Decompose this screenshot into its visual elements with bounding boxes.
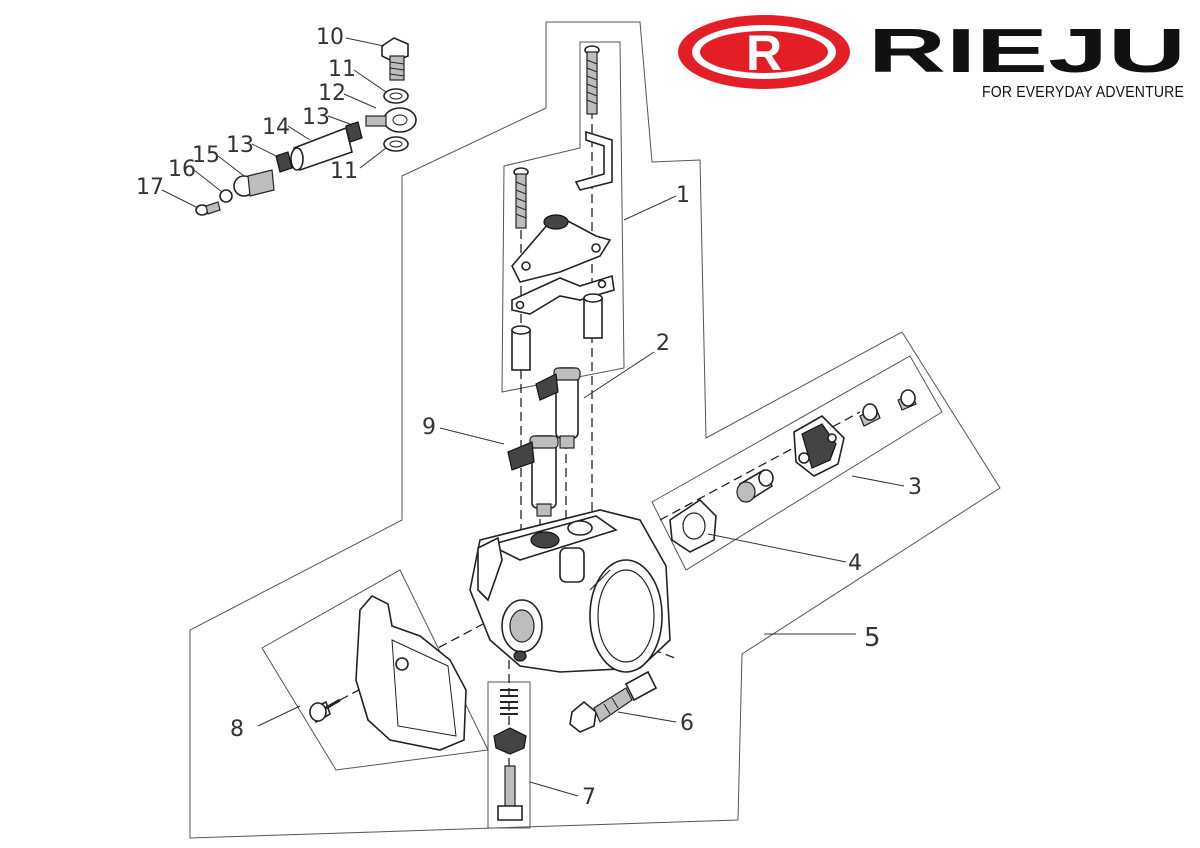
- sensor-screws: [859, 389, 917, 427]
- washer-hole-upper: [389, 92, 403, 100]
- part-small-washer: [219, 189, 233, 203]
- brand-tagline: FOR EVERYDAY ADVENTURE: [982, 84, 1184, 101]
- logo-inner-fill: [700, 31, 828, 73]
- part-small-screw: [195, 201, 221, 216]
- callout-13-right: 13: [302, 105, 330, 130]
- part-banjo-bolt: [381, 37, 409, 81]
- logo-letter: R: [746, 25, 782, 81]
- part-injector-upper: [535, 367, 581, 449]
- part-cover: [308, 595, 467, 751]
- part-hose-nipple: [233, 169, 275, 197]
- callout-14: 14: [262, 115, 290, 140]
- frame-injector-rail-box: [501, 41, 625, 393]
- part-throttle-position-sensor: [793, 415, 845, 477]
- part-injector-lower: [507, 435, 559, 517]
- part-hose-clamp-left: [275, 151, 293, 173]
- callout-8: 8: [230, 717, 244, 742]
- callout-5: 5: [864, 623, 881, 653]
- part-injector-rail-assembly: [511, 45, 615, 371]
- washer-hole-lower: [389, 140, 403, 148]
- brand-wordmark: RIEJU: [868, 17, 1186, 86]
- spacer-right: [583, 293, 603, 339]
- callout-numbers: 1 2 3 4 5 6 7 8 9 10 11 12 13 11 14 13 1…: [136, 25, 922, 810]
- callout-6: 6: [680, 711, 694, 736]
- callout-11-lower: 11: [330, 159, 358, 184]
- part-idle-screw: [493, 689, 527, 821]
- part-adjuster-screw: [569, 670, 658, 733]
- frame-sensor-box: [651, 355, 943, 571]
- long-screw: [584, 45, 600, 115]
- callout-17: 17: [136, 175, 164, 200]
- callout-13-left: 13: [226, 133, 254, 158]
- callout-7: 7: [582, 785, 596, 810]
- callout-12: 12: [318, 81, 346, 106]
- frame-throttle-body-group: [189, 21, 1001, 839]
- callout-3: 3: [908, 475, 922, 500]
- callout-10: 10: [316, 25, 344, 50]
- callout-9: 9: [422, 415, 436, 440]
- rieju-logo: R RIEJU FOR EVERYDAY ADVENTURE: [678, 15, 1186, 101]
- callout-15: 15: [192, 143, 220, 168]
- part-gasket: [669, 498, 717, 553]
- short-screw: [513, 167, 529, 229]
- leader-lines: [161, 37, 905, 797]
- callout-4: 4: [848, 551, 862, 576]
- bracket: [574, 130, 613, 191]
- part-banjo-fitting: [365, 107, 417, 133]
- spacer-left: [511, 325, 531, 371]
- callout-16: 16: [168, 157, 196, 182]
- callout-2: 2: [656, 331, 670, 356]
- callout-1: 1: [676, 183, 690, 208]
- sensor-coupling: [736, 468, 774, 503]
- hose-end: [290, 147, 304, 171]
- part-throttle-body: [469, 509, 671, 673]
- callout-11-upper: 11: [328, 57, 356, 82]
